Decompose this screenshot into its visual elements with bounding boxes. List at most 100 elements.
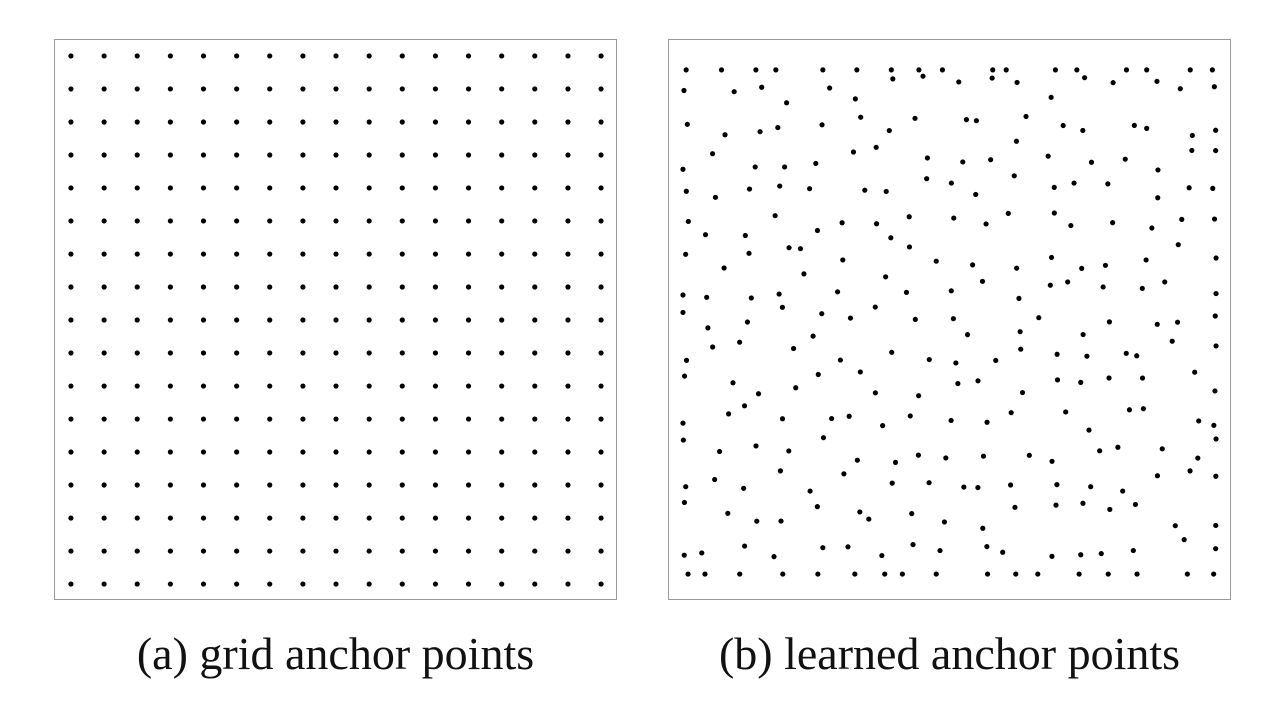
anchor-point xyxy=(333,317,339,323)
anchor-point xyxy=(933,571,939,577)
anchor-point xyxy=(1154,78,1160,84)
anchor-point xyxy=(1052,67,1059,73)
anchor-point xyxy=(499,53,505,59)
anchor-point xyxy=(980,525,986,531)
anchor-point xyxy=(101,581,107,587)
anchor-point xyxy=(399,317,405,323)
anchor-point xyxy=(1110,80,1116,86)
anchor-point xyxy=(680,420,686,426)
anchor-point xyxy=(846,413,852,419)
anchor-point xyxy=(883,188,889,195)
anchor-point xyxy=(681,552,687,558)
anchor-point xyxy=(134,119,140,125)
anchor-point xyxy=(1076,571,1082,577)
anchor-point xyxy=(1155,167,1161,173)
anchor-point xyxy=(722,132,728,138)
anchor-point xyxy=(598,482,604,488)
anchor-point xyxy=(857,509,863,515)
anchor-point xyxy=(532,218,538,224)
anchor-point xyxy=(300,251,306,257)
anchor-point xyxy=(1054,482,1060,488)
anchor-point xyxy=(990,67,996,73)
anchor-point xyxy=(1115,444,1121,450)
anchor-point xyxy=(975,378,981,384)
anchor-point xyxy=(465,449,472,455)
anchor-point xyxy=(432,251,439,257)
anchor-point xyxy=(889,349,895,355)
anchor-point xyxy=(300,350,306,356)
anchor-point xyxy=(499,86,505,92)
anchor-point xyxy=(746,250,752,256)
anchor-point xyxy=(532,53,538,59)
anchor-point xyxy=(1088,159,1095,165)
anchor-point xyxy=(598,449,604,455)
anchor-point xyxy=(1126,407,1133,413)
anchor-point xyxy=(465,416,472,422)
anchor-point xyxy=(1014,79,1020,86)
anchor-point xyxy=(1210,185,1216,191)
anchor-point xyxy=(1213,546,1219,552)
anchor-point xyxy=(702,571,708,577)
anchor-point xyxy=(234,482,240,488)
anchor-point xyxy=(598,119,604,125)
anchor-point xyxy=(465,482,472,488)
anchor-point xyxy=(300,185,306,191)
anchor-point xyxy=(888,67,894,73)
anchor-point xyxy=(1098,550,1104,557)
anchor-point xyxy=(984,419,990,425)
anchor-point xyxy=(1139,375,1146,381)
anchor-point xyxy=(906,244,913,250)
anchor-point xyxy=(465,185,472,191)
anchor-point xyxy=(200,251,207,257)
anchor-point xyxy=(432,449,439,455)
anchor-point xyxy=(951,215,957,221)
anchor-point xyxy=(499,284,505,290)
anchor-point xyxy=(134,581,140,587)
anchor-point xyxy=(300,548,306,554)
anchor-point xyxy=(101,548,107,554)
anchor-point xyxy=(499,548,505,554)
anchor-point xyxy=(333,416,339,422)
anchor-point xyxy=(1049,553,1055,559)
anchor-point xyxy=(835,289,841,295)
anchor-point xyxy=(721,265,727,271)
anchor-point xyxy=(366,482,372,488)
anchor-point xyxy=(1026,452,1032,458)
anchor-point xyxy=(167,416,173,422)
anchor-point xyxy=(948,180,954,186)
anchor-point xyxy=(101,383,107,389)
anchor-point xyxy=(880,423,886,429)
anchor-point xyxy=(432,350,439,356)
anchor-point xyxy=(333,251,339,257)
anchor-point xyxy=(702,232,709,238)
anchor-point xyxy=(333,185,339,191)
anchor-point xyxy=(167,53,173,59)
anchor-point xyxy=(950,316,956,322)
anchor-point xyxy=(465,53,472,59)
anchor-point xyxy=(744,319,751,325)
anchor-point xyxy=(300,53,306,59)
anchor-point xyxy=(1154,473,1161,479)
anchor-point xyxy=(234,548,240,554)
anchor-point xyxy=(680,166,686,172)
anchor-point xyxy=(499,350,505,356)
anchor-point xyxy=(979,278,986,284)
anchor-point xyxy=(872,304,878,310)
anchor-point xyxy=(984,571,991,577)
anchor-point xyxy=(432,218,439,224)
anchor-point xyxy=(399,581,405,587)
anchor-point xyxy=(779,416,786,422)
anchor-point xyxy=(841,471,847,477)
anchor-point xyxy=(465,548,472,554)
anchor-point xyxy=(101,449,107,455)
anchor-point xyxy=(984,543,990,550)
anchor-point xyxy=(399,515,405,521)
anchor-point xyxy=(1212,388,1218,394)
anchor-point xyxy=(916,393,922,399)
anchor-point xyxy=(873,221,880,227)
anchor-point xyxy=(741,485,747,491)
anchor-point xyxy=(300,482,306,488)
anchor-point xyxy=(366,185,372,191)
anchor-point xyxy=(683,357,690,363)
anchor-point xyxy=(710,344,716,350)
